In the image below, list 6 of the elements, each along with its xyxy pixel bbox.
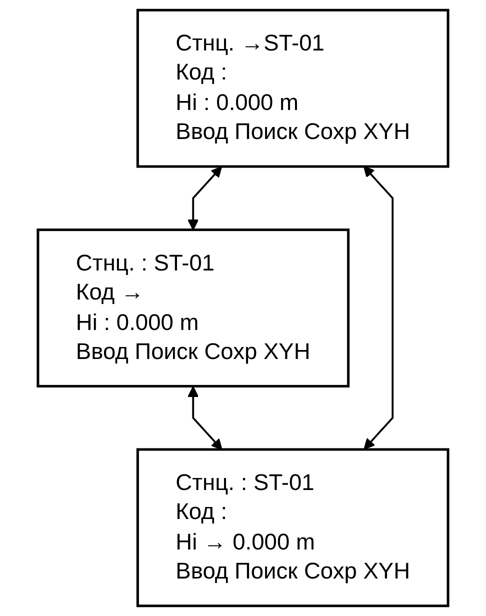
node-box: Стнц. : ST-01 Код : Hi → 0.000 m Ввод Поиск Сохр XYH [136,448,450,608]
arrow [188,166,222,230]
arrow [188,386,222,450]
node-box: Стнц. : ST-01 Код → Hi : 0.000 m Ввод Поиск Сохр XYH [36,228,350,388]
node-box: Стнц. →ST-01 Код : Hi : 0.000 m Ввод Поиск Сохр XYH [136,8,450,168]
arrow [363,166,394,450]
